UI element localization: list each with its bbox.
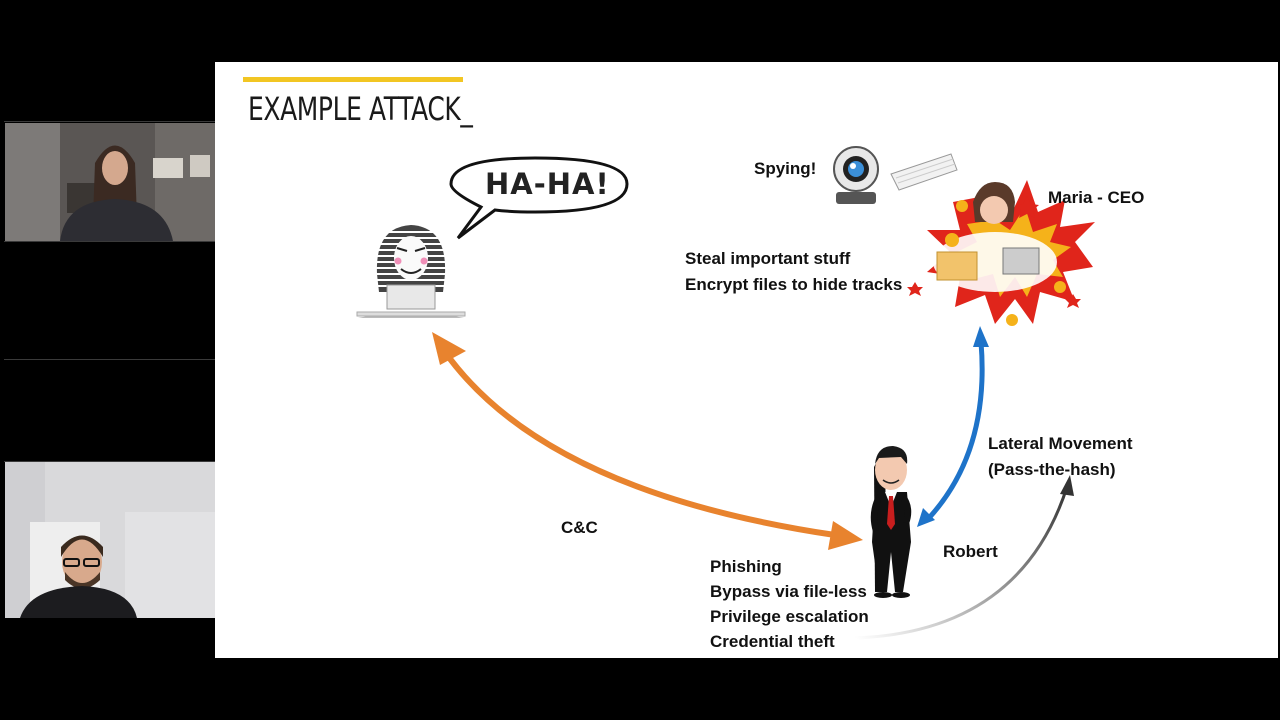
spying-label: Spying! [754, 159, 817, 178]
robert-figure [870, 446, 912, 598]
participant-video-2[interactable] [5, 462, 215, 618]
lateral-arrow [917, 326, 989, 527]
lateral-movement-arrow [854, 475, 1074, 640]
participant-video-1[interactable] [5, 123, 215, 241]
step-privilege: Privilege escalation [710, 607, 869, 626]
presentation-slide: EXAMPLE ATTACK_ [215, 62, 1278, 658]
steal-line-2: Encrypt files to hide tracks [685, 275, 903, 294]
participant-video-1-image [5, 123, 215, 241]
attack-diagram [356, 146, 1095, 640]
speech-bubble [449, 156, 629, 240]
step-phishing: Phishing [710, 557, 782, 576]
step-credential: Credential theft [710, 632, 835, 651]
steal-label: Steal important stuff Encrypt files to h… [685, 246, 902, 298]
participant-video-2-image [5, 462, 215, 618]
lateral-label: Lateral Movement (Pass-the-hash) [988, 431, 1133, 483]
tile-divider [4, 461, 216, 462]
participants-panel [2, 2, 216, 718]
ceo-label: Maria - CEO [1048, 188, 1145, 207]
slide-title: EXAMPLE ATTACK_ [248, 90, 473, 128]
webcam-icon [833, 146, 879, 204]
lateral-line-1: Lateral Movement [988, 434, 1133, 453]
steal-line-1: Steal important stuff [685, 249, 851, 268]
title-accent-bar [243, 77, 463, 82]
hacker-icon [356, 222, 466, 318]
attack-steps-list: Phishing Bypass via file-less Privilege … [710, 554, 869, 654]
speech-bubble-text: HA-HA! [485, 167, 610, 201]
tile-divider [4, 121, 216, 122]
step-bypass: Bypass via file-less [710, 582, 867, 601]
explosion-ceo-icon [907, 180, 1095, 326]
lateral-line-2: (Pass-the-hash) [988, 460, 1116, 479]
tile-divider [4, 359, 216, 360]
keyboard-icon [890, 153, 958, 191]
tile-divider [4, 241, 216, 242]
robert-label: Robert [943, 542, 998, 561]
cnc-label: C&C [561, 518, 598, 537]
cnc-arrow [432, 332, 863, 550]
